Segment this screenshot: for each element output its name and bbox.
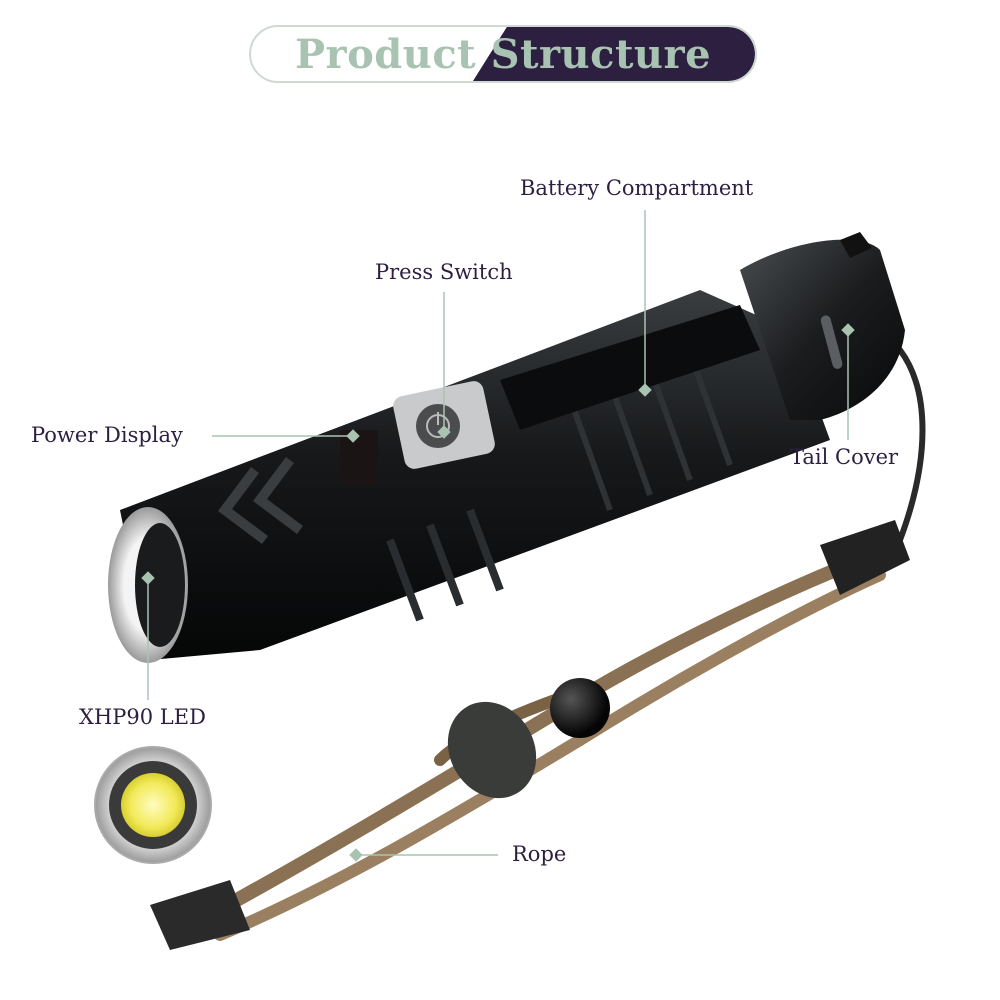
label-power-display: Power Display (31, 423, 183, 447)
label-xhp90-led: XHP90 LED (79, 705, 206, 729)
page-title: Product Structure (294, 30, 712, 78)
title-banner-accent (473, 27, 755, 81)
title-banner: Product Structure (249, 25, 757, 83)
led-inset (94, 746, 212, 864)
rope-clasp (150, 520, 910, 950)
label-press-switch: Press Switch (375, 260, 513, 284)
label-tail-cover: Tail Cover (790, 445, 899, 469)
leader-lines (141, 210, 855, 862)
power-display-window (340, 430, 378, 485)
led-chip-icon (121, 773, 185, 837)
label-rope: Rope (512, 842, 567, 866)
label-battery-compartment: Battery Compartment (520, 176, 754, 200)
